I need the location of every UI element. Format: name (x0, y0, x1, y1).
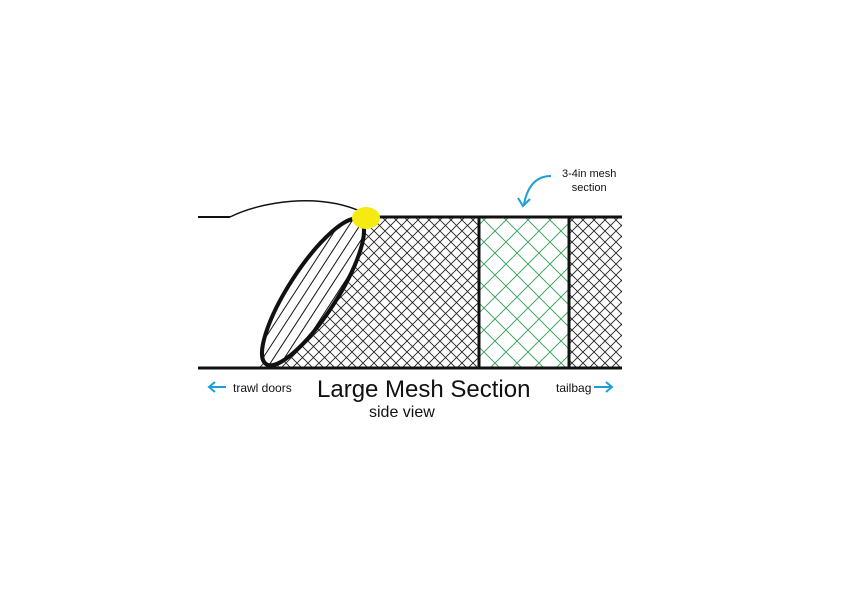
top-bridle-curve (229, 200, 363, 218)
tailbag-label: tailbag (556, 381, 592, 395)
float (352, 207, 380, 229)
arrow-left-icon (207, 381, 226, 393)
diagram-subtitle: side view (369, 404, 435, 421)
net-opening-fill (262, 218, 364, 366)
arrow-right-icon (594, 381, 614, 393)
tail-mesh-section (569, 217, 622, 367)
curved-arrow-down-icon (517, 175, 552, 208)
trawl-doors-label: trawl doors (233, 381, 292, 395)
small-mesh-section (479, 217, 569, 367)
mesh-section-label: 3-4in mesh section (562, 168, 617, 194)
diagram-title: Large Mesh Section (317, 376, 531, 403)
